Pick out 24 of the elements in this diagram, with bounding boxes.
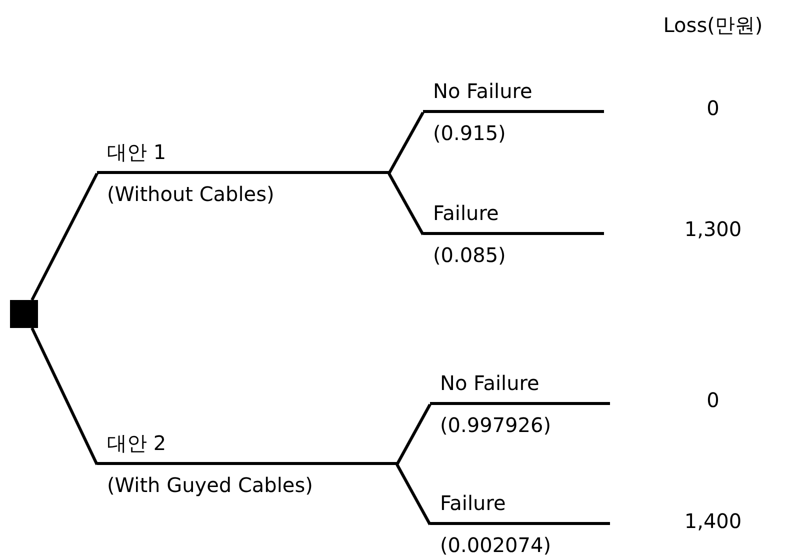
- loss-value: 0: [706, 387, 720, 413]
- tree-branch: [388, 112, 424, 174]
- decision-square: [10, 300, 38, 328]
- tree-branch: [396, 404, 432, 466]
- loss-value: 0: [706, 95, 720, 121]
- branch-note: (0.997926): [440, 412, 552, 438]
- branch-label: No Failure: [433, 78, 532, 104]
- branch-label: 대안 1: [107, 139, 166, 165]
- loss-value: 1,300: [684, 216, 742, 242]
- branch-note: (0.085): [433, 242, 506, 268]
- loss-value: 1,400: [684, 508, 742, 534]
- branch-label: Failure: [433, 200, 499, 226]
- tree-branch: [396, 464, 432, 526]
- tree-branch: [388, 172, 424, 236]
- branch-label: No Failure: [440, 370, 540, 396]
- column-heading: Loss(만원): [663, 12, 763, 38]
- tree-branch: [30, 172, 98, 301]
- branch-note: (Without Cables): [107, 181, 274, 207]
- branch-label: 대안 2: [107, 430, 166, 456]
- branch-note: (With Guyed Cables): [107, 472, 313, 498]
- branch-note: (0.002074): [440, 532, 552, 558]
- branch-label: Failure: [440, 490, 506, 516]
- tree-branch: [30, 327, 98, 466]
- branch-note: (0.915): [433, 120, 506, 146]
